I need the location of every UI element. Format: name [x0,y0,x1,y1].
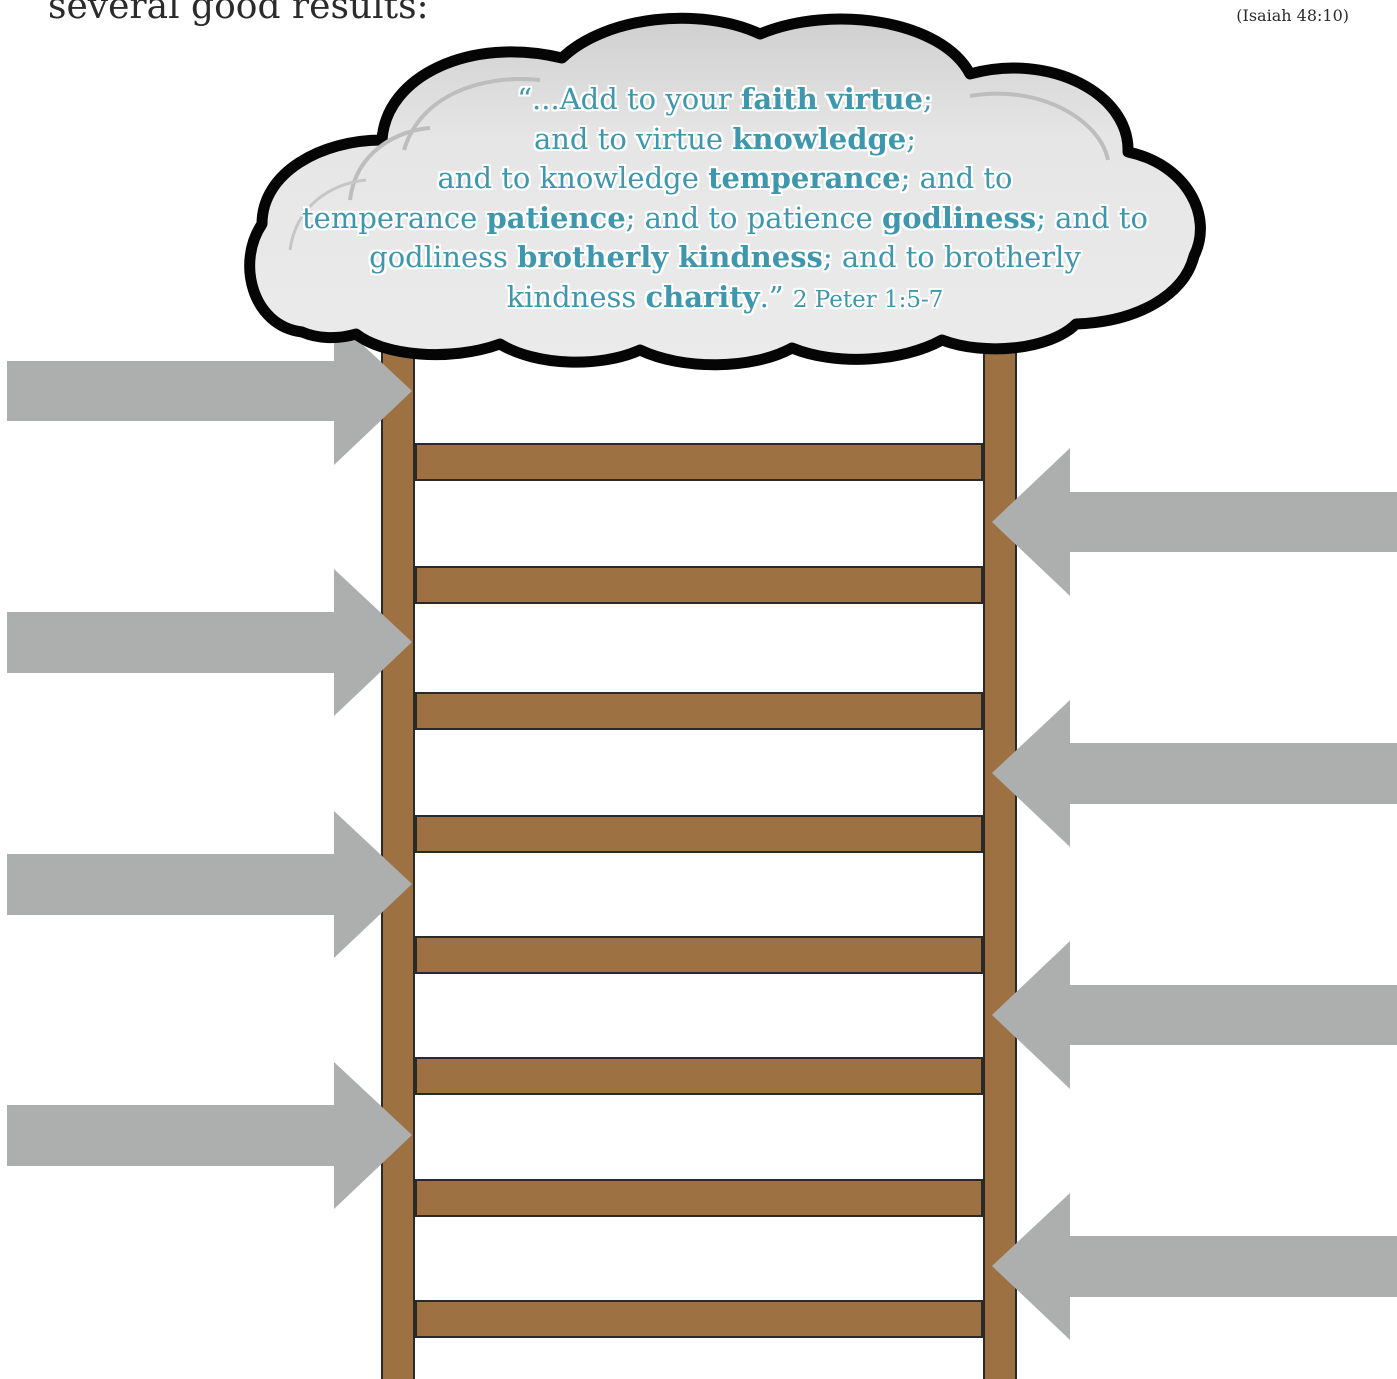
quote-line: godliness brotherly kindness; and to bro… [369,240,1081,274]
keyword-temperance: temperance [708,161,901,195]
quote-citation: 2 Peter 1:5-7 [792,286,944,313]
ladder-left-rail [381,329,415,1379]
ladder-rung [415,1057,983,1095]
ladder-right-rail [983,329,1017,1379]
right-arrow-icon [7,569,412,716]
quote-line: kindness charity.” 2 Peter 1:5-7 [506,279,944,314]
quote-line: and to virtue knowledge; [533,121,917,156]
right-arrow-icon [7,811,412,958]
keyword-patience: patience [486,200,626,235]
keyword-faith: faith [740,82,818,116]
ladder-rung [415,692,983,730]
quote-line: temperance patience; and to patience god… [302,200,1148,235]
left-arrow-icon [992,700,1397,847]
left-arrow-icon [992,448,1397,596]
keyword-knowledge: knowledge [732,121,907,156]
keyword-charity: charity [645,279,760,314]
keyword-virtue: virtue [826,82,923,116]
right-arrow-icon [7,318,412,465]
ladder-rung [415,443,983,481]
keyword-brotherly-kindness: brotherly kindness [517,240,823,274]
ladder-rung [415,566,983,604]
ladder-rung [415,815,983,853]
ladder-rung [415,936,983,974]
keyword-godliness: godliness [881,200,1037,235]
ladder-rung [415,1179,983,1217]
quote-line: “...Add to your faith virtue; [517,82,933,116]
intro-text: several good results: [48,0,429,27]
cloud-icon [244,12,1206,371]
left-arrow-icon [992,1193,1397,1340]
ladder-rung [415,1300,983,1338]
quote-line: and to knowledge temperance; and to [437,161,1013,195]
scripture-reference: (Isaiah 48:10) [1236,6,1349,25]
right-arrow-icon [7,1062,412,1209]
scripture-quote: “...Add to your faith virtue; and to vir… [290,80,1160,320]
left-arrow-icon [992,941,1397,1089]
